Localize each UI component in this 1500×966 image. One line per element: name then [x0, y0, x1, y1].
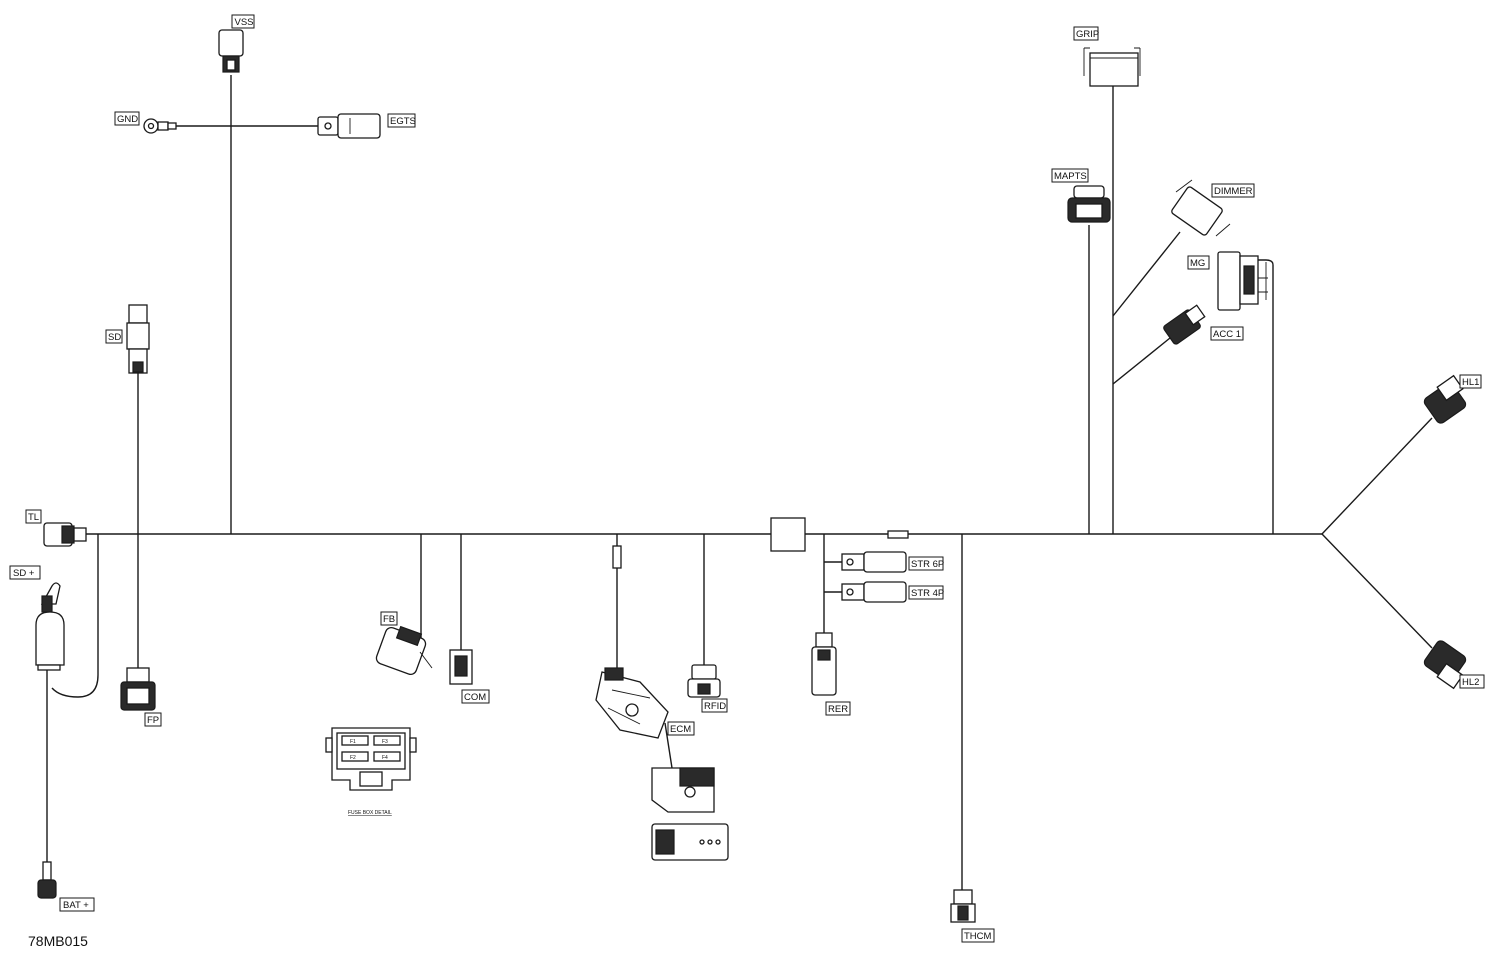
label-gnd: GND	[114, 111, 140, 126]
gnd-ring-terminal	[143, 118, 177, 134]
svg-text:MAPTS: MAPTS	[1054, 171, 1087, 182]
dimmer-connector	[1171, 179, 1231, 237]
svg-text:MG: MG	[1190, 258, 1205, 269]
vss-connector	[218, 29, 244, 73]
dimmer-branch-wire	[1112, 231, 1181, 317]
fuse-box-caption: FUSE BOX DETAIL	[348, 810, 392, 816]
svg-text:ECM: ECM	[670, 724, 691, 735]
ecm-connector-secondary	[651, 767, 715, 813]
hl2-connector	[1423, 640, 1467, 690]
fp-connector	[120, 667, 156, 711]
svg-text:EGTS: EGTS	[390, 116, 416, 127]
label-ecm: ECM	[667, 721, 695, 736]
svg-text:TL: TL	[28, 512, 39, 523]
label-hl1: HL1	[1459, 374, 1482, 389]
ecm-link-wire	[664, 722, 673, 769]
com-connector	[449, 649, 473, 685]
label-mapts: MAPTS	[1051, 168, 1089, 183]
acc1-branch-wire	[1112, 337, 1171, 385]
str4p-connector	[841, 581, 907, 603]
svg-text:HL2: HL2	[1462, 677, 1479, 688]
sd-connector	[126, 304, 150, 374]
hl2-branch-wire	[1321, 533, 1433, 649]
label-dimmer: DIMMER	[1211, 183, 1255, 198]
ecm-inline-sleeve	[612, 545, 622, 569]
svg-text:BAT +: BAT +	[63, 900, 89, 911]
inline-fuse-holder	[887, 530, 909, 539]
label-vss: VSS	[231, 14, 255, 29]
svg-text:STR 4P: STR 4P	[911, 588, 944, 599]
thcm-connector	[950, 889, 976, 923]
rer-connector	[811, 632, 837, 696]
svg-text:FB: FB	[383, 614, 395, 625]
ecm-connector-main	[595, 667, 669, 739]
svg-text:RER: RER	[828, 704, 848, 715]
label-fb: FB	[380, 611, 398, 626]
label-str4p: STR 4P	[908, 585, 944, 600]
mg-branch-wire	[1258, 259, 1274, 534]
svg-text:HL1: HL1	[1462, 377, 1479, 388]
ecm-connector-bottom	[651, 823, 729, 861]
svg-text:STR 6P: STR 6P	[911, 559, 944, 570]
label-rer: RER	[825, 701, 851, 716]
junction-box	[770, 517, 806, 552]
svg-text:DIMMER: DIMMER	[1214, 186, 1253, 197]
egts-connector	[317, 113, 381, 139]
fuse-label-f1: F1	[350, 739, 356, 745]
fuse-box-detail	[325, 727, 417, 791]
label-thcm: THCM	[961, 928, 995, 943]
acc1-connector	[1163, 304, 1206, 345]
svg-text:FP: FP	[147, 715, 159, 726]
label-mg: MG	[1187, 255, 1210, 270]
label-com: COM	[461, 689, 490, 704]
label-hl2: HL2	[1459, 674, 1485, 689]
hl1-branch-wire	[1321, 417, 1433, 535]
label-rfid: RFID	[701, 698, 728, 713]
svg-text:VSS: VSS	[235, 17, 254, 28]
fuse-label-f2: F2	[350, 755, 356, 761]
svg-text:SD: SD	[108, 332, 121, 343]
grip-connector	[1083, 47, 1141, 87]
bat-plus-terminal	[37, 861, 57, 899]
svg-text:SD +: SD +	[13, 568, 35, 579]
hl1-connector	[1423, 374, 1467, 424]
tl-connector	[43, 522, 87, 547]
svg-text:RFID: RFID	[704, 701, 726, 712]
svg-text:COM: COM	[464, 692, 486, 703]
svg-text:THCM: THCM	[964, 931, 992, 942]
sd-plus-branch-wire	[51, 534, 99, 698]
label-sd-plus: SD +	[9, 565, 41, 580]
fuse-label-f3: F3	[382, 739, 388, 745]
rfid-connector	[687, 664, 721, 698]
label-str6p: STR 6P	[908, 556, 944, 571]
sd-plus-terminal	[35, 582, 65, 671]
mg-extra-wires	[1258, 262, 1268, 300]
svg-text:GRIP: GRIP	[1076, 29, 1099, 40]
svg-text:ACC 1: ACC 1	[1213, 329, 1241, 340]
diagram-reference-number: 78MB015	[28, 933, 88, 949]
mg-connector	[1217, 251, 1259, 311]
label-fp: FP	[144, 712, 162, 727]
str6p-connector	[841, 551, 907, 573]
svg-text:GND: GND	[117, 114, 138, 125]
fuse-label-f4: F4	[382, 755, 388, 761]
label-sd: SD	[105, 329, 123, 344]
label-bat-plus: BAT +	[59, 897, 95, 912]
label-acc1: ACC 1	[1210, 326, 1244, 341]
label-grip: GRIP	[1073, 26, 1099, 41]
label-egts: EGTS	[387, 113, 416, 128]
fb-connector	[375, 625, 433, 675]
harness-wires	[46, 75, 1433, 890]
mapts-connector	[1067, 185, 1111, 223]
label-tl: TL	[25, 509, 42, 524]
